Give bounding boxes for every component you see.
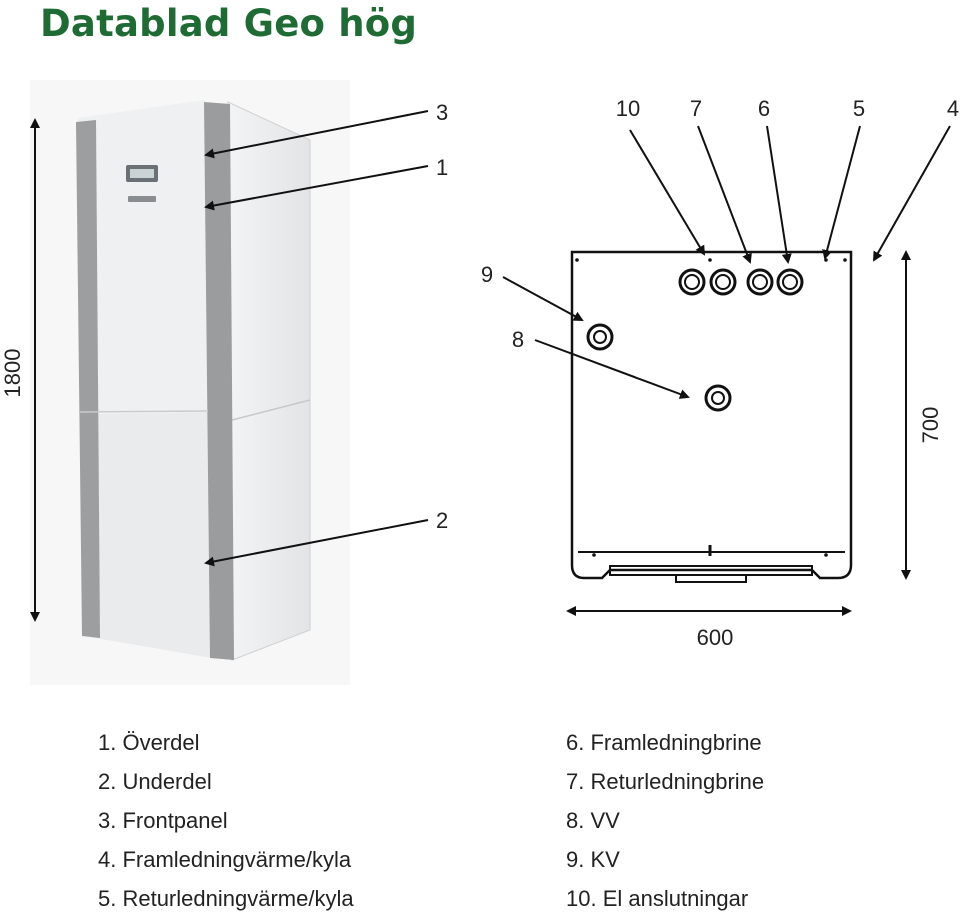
pipe-connections <box>586 268 804 412</box>
brand-logo-icon <box>128 196 156 202</box>
product-figure: 1800 3 1 2 10 7 6 5 4 9 8 700 <box>0 80 960 685</box>
legend-right: 6. Framledningbrine 7. Returledningbrine… <box>566 723 764 918</box>
callout-arrow-2 <box>204 519 429 567</box>
callout-label-8: 8 <box>512 327 524 352</box>
callout-arrow-1 <box>204 165 429 211</box>
top-view-diagram <box>570 250 853 583</box>
legend-item: 4. Framledningvärme/kyla <box>98 847 352 872</box>
mounting-dots <box>575 258 847 557</box>
callout-label-3: 3 <box>436 100 448 125</box>
callout-arrow-9 <box>502 276 584 321</box>
legend-item: 5. Returledningvärme/kyla <box>98 886 354 911</box>
legend-item: 8. VV <box>566 808 620 833</box>
legend-item: 9. KV <box>566 847 620 872</box>
callout-arrow-7 <box>697 125 752 264</box>
legend-item: 1. Överdel <box>98 730 200 755</box>
legend-item: 3. Frontpanel <box>98 808 228 833</box>
legend-item: 6. Framledningbrine <box>566 730 762 755</box>
page-title: Datablad Geo hög <box>40 2 418 45</box>
callout-label-10: 10 <box>616 96 640 121</box>
legend-left: 1. Överdel 2. Underdel 3. Frontpanel 4. … <box>98 723 354 918</box>
callout-arrow-5 <box>822 125 861 260</box>
heat-pump-illustration <box>30 80 350 685</box>
pipe-5-icon <box>776 268 804 296</box>
callout-arrow-10 <box>629 129 706 256</box>
callout-label-6: 6 <box>758 96 770 121</box>
height-dimension-label: 1800 <box>0 349 25 398</box>
callout-arrow-8 <box>534 339 690 399</box>
depth-dimension-label: 700 <box>918 407 943 444</box>
pipe-7b-icon <box>709 268 737 296</box>
callout-arrow-3 <box>204 110 429 159</box>
legend-item: 10. El anslutningar <box>566 886 749 911</box>
callout-label-7: 7 <box>690 96 702 121</box>
pipe-9-icon <box>586 323 614 351</box>
callout-label-5: 5 <box>853 96 865 121</box>
legend-item: 2. Underdel <box>98 769 212 794</box>
callout-label-4: 4 <box>947 96 959 121</box>
pipe-8-icon <box>704 384 732 412</box>
callout-arrow-4 <box>873 125 951 262</box>
pipe-6-icon <box>746 268 774 296</box>
width-dimension-label: 600 <box>697 625 734 650</box>
callout-label-1: 1 <box>436 155 448 180</box>
callout-label-9: 9 <box>481 262 493 287</box>
callout-label-2: 2 <box>436 508 448 533</box>
pipe-7-icon <box>678 268 706 296</box>
callout-arrow-6 <box>766 125 792 264</box>
legend-item: 7. Returledningbrine <box>566 769 765 794</box>
